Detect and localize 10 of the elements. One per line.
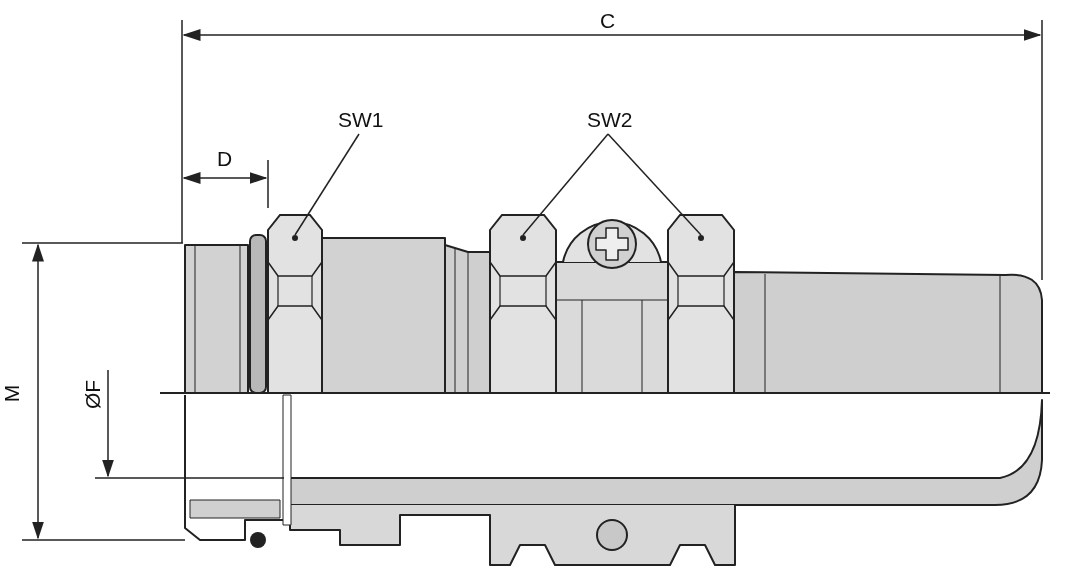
dimension-label: D — [217, 148, 233, 169]
leader-line — [294, 133, 360, 236]
dimension-label: C — [600, 10, 616, 31]
leader-dot — [520, 235, 526, 241]
leader-dot — [698, 235, 704, 241]
leader-line — [607, 133, 702, 236]
dimension-label: M — [1, 384, 23, 403]
dimension-label: ØF — [82, 379, 104, 410]
leader-line — [522, 133, 609, 236]
leader-dot — [292, 235, 298, 241]
